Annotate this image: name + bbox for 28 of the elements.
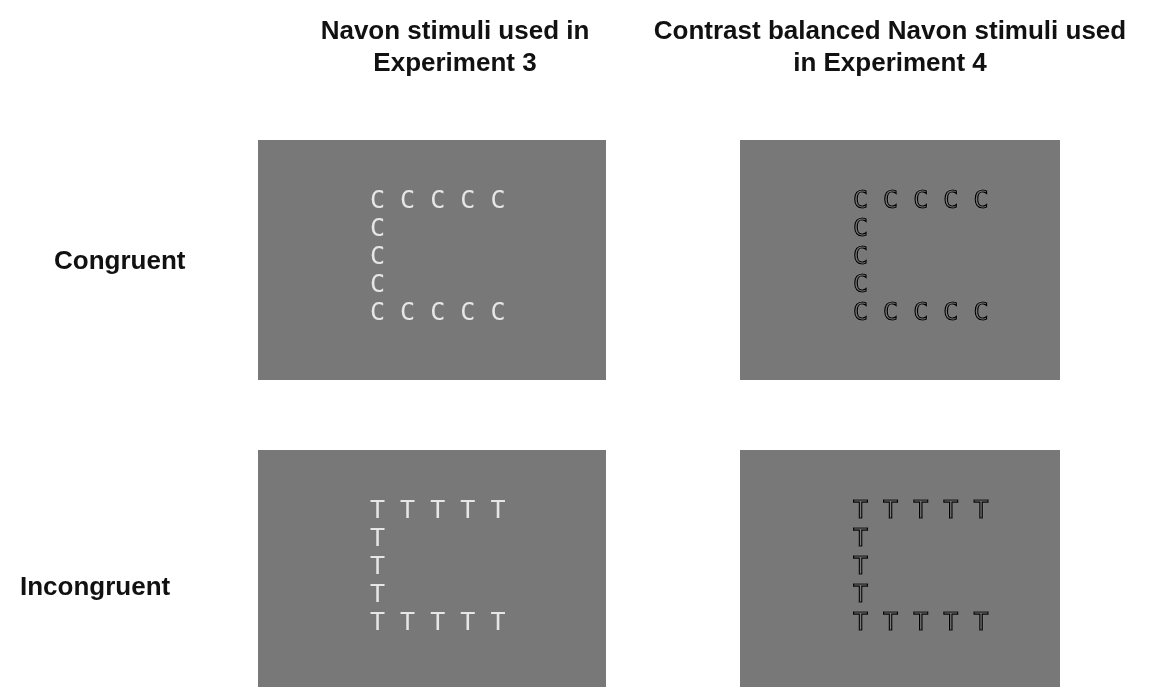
stimulus-panel <box>258 140 606 380</box>
letter-row-text: C <box>853 270 870 298</box>
letter-row-text: T <box>370 552 387 580</box>
letter-row: C C C C C <box>370 298 506 326</box>
letter-row-text: T <box>853 524 870 552</box>
letter-row-text: T <box>853 580 870 608</box>
column-heading: Contrast balanced Navon stimuli used in Experiment 4 <box>652 14 1128 78</box>
letter-row-text: T <box>853 552 870 580</box>
letter-row: T T T T T <box>370 608 506 636</box>
letter-row-text: C <box>370 242 387 270</box>
letter-row-text: C <box>853 214 870 242</box>
column-heading: Navon stimuli used in Experiment 3 <box>319 14 591 78</box>
row-label: Congruent <box>54 244 187 276</box>
letter-row-text: C <box>370 214 387 242</box>
letter-row-text: T <box>370 524 387 552</box>
stimulus-panel <box>740 140 1060 380</box>
letter-row: C C C C C <box>853 298 989 326</box>
row-label: Incongruent <box>20 570 172 602</box>
letter-row: T T T T T <box>370 496 506 524</box>
letter-row: T T T T T <box>853 608 989 636</box>
stimulus-panel <box>740 450 1060 687</box>
letter-row: C C C C C <box>853 186 989 214</box>
letter-row-text: C <box>370 270 387 298</box>
stimulus-panel <box>258 450 606 687</box>
letter-row: T T T T T <box>853 496 989 524</box>
letter-row: C C C C C <box>370 186 506 214</box>
letter-row-text: T <box>370 580 387 608</box>
letter-row-text: C <box>853 242 870 270</box>
